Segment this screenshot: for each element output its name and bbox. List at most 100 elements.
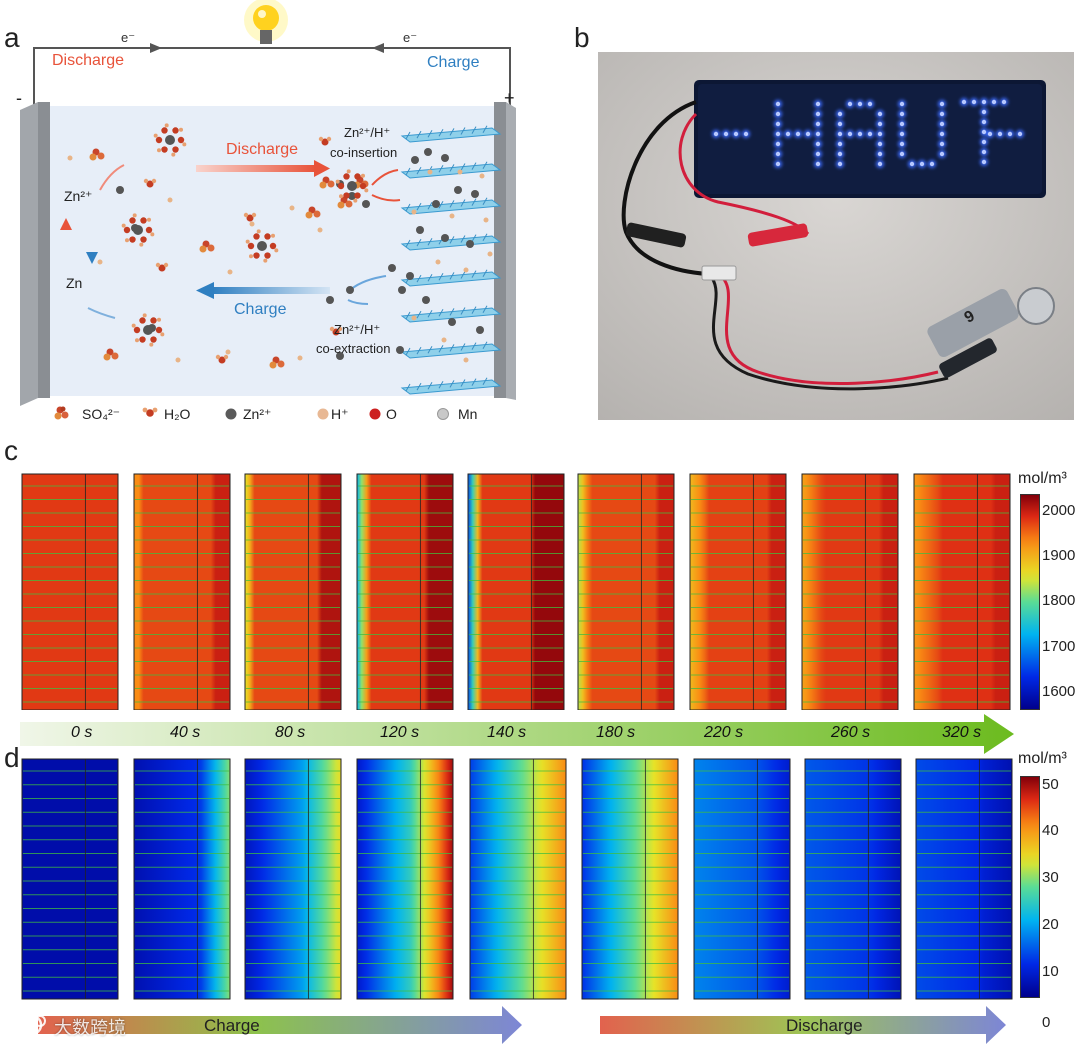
led-dot — [724, 132, 728, 136]
d-map-1 — [134, 759, 230, 999]
led-dot — [838, 122, 842, 126]
led-dot — [900, 142, 904, 146]
led-dot — [878, 112, 882, 116]
time-label-220s: 220 s — [704, 724, 743, 742]
led-dot — [992, 100, 996, 104]
led-dot — [776, 162, 780, 166]
led-dot — [900, 122, 904, 126]
proton — [458, 170, 463, 175]
led-dot — [1002, 100, 1006, 104]
proton — [436, 260, 441, 265]
zinc-ion — [396, 346, 404, 354]
zinc-ion — [116, 186, 124, 194]
led-dot — [776, 142, 780, 146]
led-sign-photo — [598, 52, 1074, 420]
led-dot — [982, 140, 986, 144]
panel-c-unit: mol/m³ — [1018, 470, 1067, 488]
led-dot — [972, 100, 976, 104]
charge-discharge-arrows — [0, 1004, 1020, 1044]
proton — [484, 218, 489, 223]
led-dot — [776, 112, 780, 116]
led-dot — [930, 162, 934, 166]
zinc-ion — [454, 186, 462, 194]
proton — [450, 214, 455, 219]
led-dot — [982, 100, 986, 104]
proton-icon — [318, 409, 329, 420]
led-dot — [920, 162, 924, 166]
zinc-ion — [448, 318, 456, 326]
zinc-ion — [422, 296, 430, 304]
led-dot — [940, 122, 944, 126]
led-dot — [776, 132, 780, 136]
led-dot — [878, 142, 882, 146]
proton — [318, 228, 323, 233]
electron-label-left: e⁻ — [121, 30, 135, 46]
led-dot — [940, 112, 944, 116]
led-dot — [838, 132, 842, 136]
led-dot — [878, 122, 882, 126]
panel-c-letter: c — [4, 435, 18, 467]
co-extraction-label-1: Zn²⁺/H⁺ — [334, 322, 380, 338]
electron-label-right: e⁻ — [403, 30, 417, 46]
zinc-ion — [326, 296, 334, 304]
panel-b-letter: b — [574, 22, 590, 54]
led-dot — [796, 132, 800, 136]
panel-c-tick-1800: 1800 — [1042, 592, 1075, 609]
zinc-ion — [406, 272, 414, 280]
zinc-ion — [398, 286, 406, 294]
zinc-ion — [441, 154, 449, 162]
zinc-ion — [416, 226, 424, 234]
proton — [464, 358, 469, 363]
proton — [290, 206, 295, 211]
led-dot — [848, 102, 852, 106]
led-dot — [858, 132, 862, 136]
led-dot — [910, 162, 914, 166]
proton — [412, 210, 417, 215]
led-dot — [982, 110, 986, 114]
led-dot — [998, 132, 1002, 136]
led-dot — [776, 152, 780, 156]
led-dot — [776, 102, 780, 106]
zinc-ion — [388, 264, 396, 272]
oxygen-icon — [370, 409, 381, 420]
led-dot — [900, 112, 904, 116]
d-map-6 — [694, 759, 790, 999]
led-dot — [900, 132, 904, 136]
charge-arrow-text: Charge — [204, 1016, 260, 1036]
led-dot — [786, 132, 790, 136]
zinc-ion — [362, 200, 370, 208]
led-dot — [868, 102, 872, 106]
led-dot — [838, 152, 842, 156]
discharge-arrow-label: Discharge — [226, 141, 298, 159]
led-dot — [982, 130, 986, 134]
led-dot — [878, 162, 882, 166]
legend-water: H₂O — [164, 406, 190, 422]
proton — [298, 356, 303, 361]
zinc-ion — [346, 286, 354, 294]
minus-terminal: - — [16, 88, 22, 109]
led-dot — [816, 142, 820, 146]
time-label-180s: 180 s — [596, 724, 635, 742]
led-dot — [940, 152, 944, 156]
zinc-ion — [432, 200, 440, 208]
proton — [68, 156, 73, 161]
panel-c-concentration-maps — [0, 470, 1080, 710]
led-dot — [838, 162, 842, 166]
panel-d-tick-50: 50 — [1042, 776, 1059, 793]
discharge-arrow-text: Discharge — [786, 1016, 863, 1036]
time-label-260s: 260 s — [831, 724, 870, 742]
led-dot — [900, 102, 904, 106]
led-dot — [816, 122, 820, 126]
panel-c-tick-1600: 1600 — [1042, 683, 1075, 700]
d-map-5 — [582, 759, 678, 999]
led-dot — [714, 132, 718, 136]
led-dot — [988, 132, 992, 136]
panel-d-tick-30: 30 — [1042, 869, 1059, 886]
led-dot — [962, 100, 966, 104]
legend-proton: H⁺ — [331, 406, 349, 423]
zn-label: Zn — [66, 275, 82, 291]
proton — [412, 316, 417, 321]
discharge-top-label: Discharge — [52, 52, 124, 70]
led-dot — [848, 132, 852, 136]
panel-d-colorbar — [1020, 776, 1040, 998]
